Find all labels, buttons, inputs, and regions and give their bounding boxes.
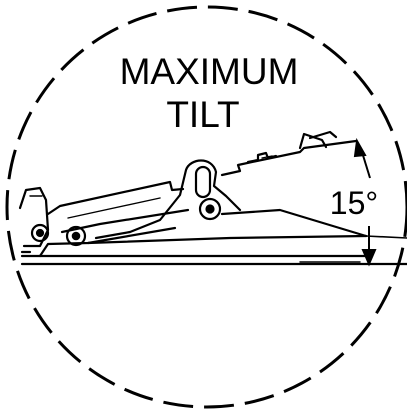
- pivot-pin-center: [198, 197, 222, 221]
- pivot-pin-center-left: [65, 225, 87, 247]
- title-line-2: TILT: [166, 94, 239, 135]
- title-line-1: MAXIMUM: [120, 51, 299, 92]
- hinge-arm: [18, 159, 242, 248]
- detail-circle-dashed: [5, 5, 407, 409]
- pivot-pins: [30, 197, 222, 247]
- angle-dimension: [353, 137, 377, 267]
- angle-arrow-upper: [361, 151, 371, 179]
- base-frame: [20, 226, 407, 266]
- pivot-pin-left: [30, 223, 50, 243]
- tilted-platform: [46, 130, 368, 238]
- angle-label: 15°: [330, 185, 378, 221]
